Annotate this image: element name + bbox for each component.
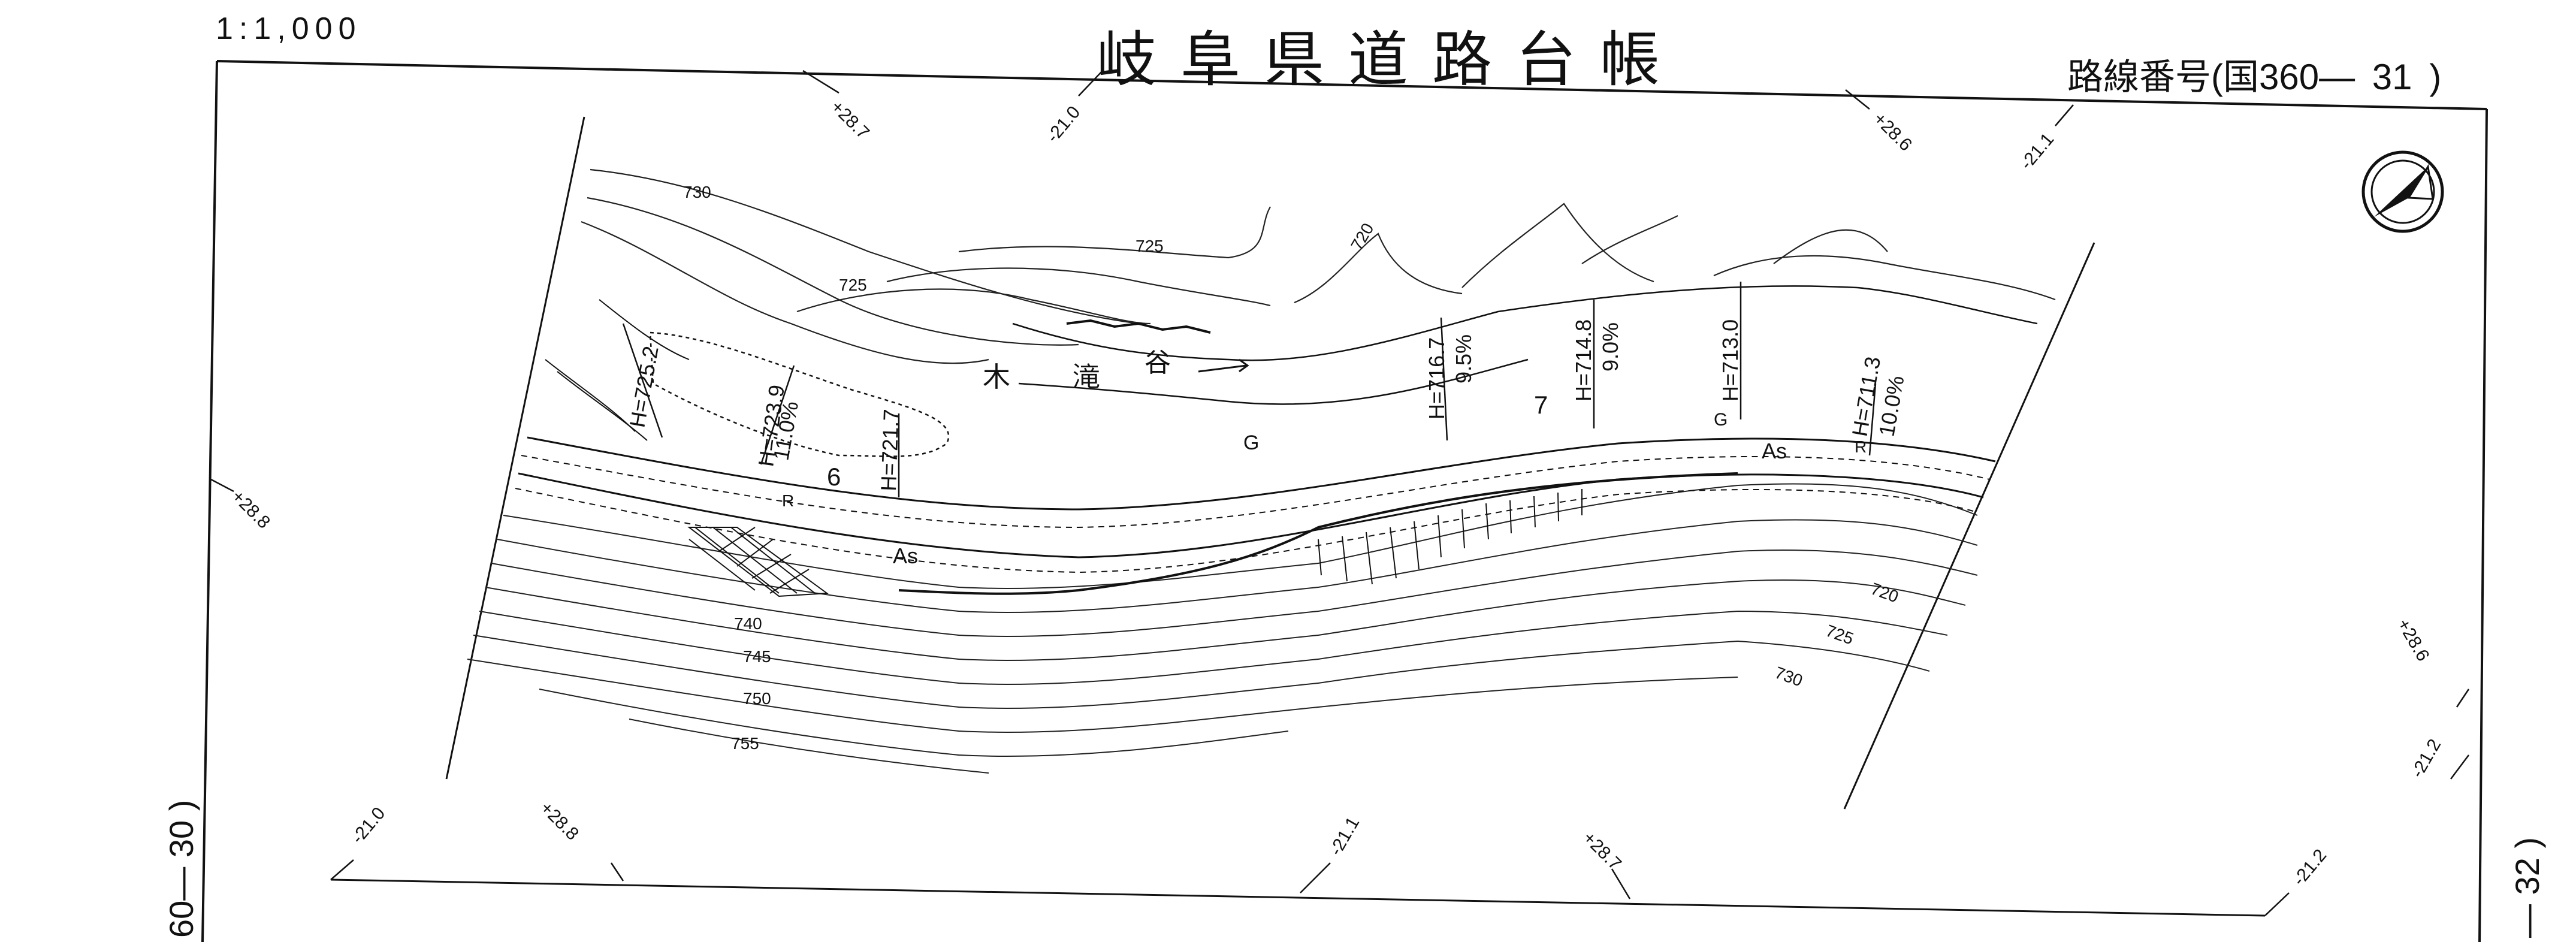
coord-label-top-1: +28.7 — [827, 97, 873, 143]
coord-label-right-2: -21.2 — [2407, 736, 2445, 781]
ground-label-2: G — [1714, 410, 1728, 430]
coord-label-top-3: +28.6 — [1870, 109, 1916, 155]
bottom-reference-line — [330, 878, 2266, 917]
contour-label-755: 755 — [731, 734, 759, 753]
contour-label-745: 745 — [743, 647, 771, 666]
page-title: 岐阜県道路台帳 — [1097, 25, 1684, 95]
scale-label: 1:1,000 — [216, 11, 362, 46]
left-boundary-curve — [545, 299, 690, 441]
cut-slope-marks — [1318, 489, 1583, 585]
coord-label-right-1: +28.6 — [2393, 615, 2433, 665]
height-label-1: H=725.2 — [625, 344, 663, 429]
lower-terrain-contours — [467, 483, 1978, 774]
grade-label-2: 9.5% — [1451, 334, 1476, 384]
hatched-embankment — [687, 527, 829, 597]
pavement-label-left: As — [893, 544, 918, 568]
contour-label-720-low: 720 — [1868, 579, 1901, 606]
river-name-char-2: 滝 — [1073, 361, 1100, 393]
river-flow-arrow-icon — [1198, 358, 1249, 373]
r-label-left: R — [782, 491, 794, 510]
coord-label-bottom-3: -21.1 — [1325, 814, 1363, 859]
north-arrow-icon — [2361, 150, 2444, 233]
survey-window-outline — [445, 116, 2095, 810]
sheet-frame — [201, 60, 2488, 942]
coord-label-top-4: -21.1 — [2016, 129, 2058, 174]
height-label-3: H=721.7 — [876, 409, 904, 491]
height-label-6: H=713.0 — [1718, 319, 1743, 401]
stream-channel — [1012, 285, 2038, 405]
coord-label-left: +28.8 — [228, 487, 274, 533]
contour-label-725-top: 725 — [1136, 237, 1164, 255]
contour-label-725-low: 725 — [1823, 621, 1856, 648]
contour-label-750: 750 — [743, 689, 771, 708]
ground-label-1: G — [1243, 431, 1259, 454]
contour-label-740: 740 — [734, 614, 762, 633]
route-number-label: 路線番号(国360— 31 ) — [2067, 48, 2441, 100]
coordinate-tick-lines — [210, 70, 2470, 916]
coord-label-bottom-5: -21.2 — [2289, 846, 2330, 890]
coord-label-top-2: -21.0 — [1043, 102, 1084, 147]
river-name-char-1: 木 — [983, 361, 1010, 393]
contour-label-730-low: 730 — [1772, 663, 1805, 690]
route-sheet-number: 31 — [2372, 57, 2412, 97]
road-alignment — [515, 436, 1996, 595]
contour-label-730-top: 730 — [683, 183, 711, 201]
section-number-6: 6 — [827, 463, 841, 491]
grade-label-3: 9.0% — [1598, 322, 1623, 372]
coord-label-bottom-4: +28.7 — [1579, 828, 1625, 874]
contour-label-725-mid: 725 — [839, 276, 867, 294]
coord-label-bottom-2: +28.8 — [536, 798, 582, 844]
station-lines — [622, 282, 1877, 497]
contour-label-720-top: 720 — [1347, 220, 1377, 253]
river-name-char-3: 谷 — [1144, 348, 1171, 378]
route-close-paren: ) — [2429, 57, 2442, 97]
r-label-right: R — [1855, 437, 1867, 456]
route-prefix: 路線番号(国 — [2067, 57, 2259, 97]
gravel-bar — [649, 331, 950, 457]
height-label-4: H=716.7 — [1424, 337, 1449, 419]
upper-terrain-contours — [581, 168, 2056, 364]
route-number: 360— — [2258, 57, 2355, 97]
pavement-label-right: As — [1762, 439, 1787, 463]
section-number-7: 7 — [1534, 391, 1548, 419]
coord-label-bottom-1: -21.0 — [348, 804, 389, 848]
height-label-5: H=714.8 — [1571, 319, 1596, 401]
